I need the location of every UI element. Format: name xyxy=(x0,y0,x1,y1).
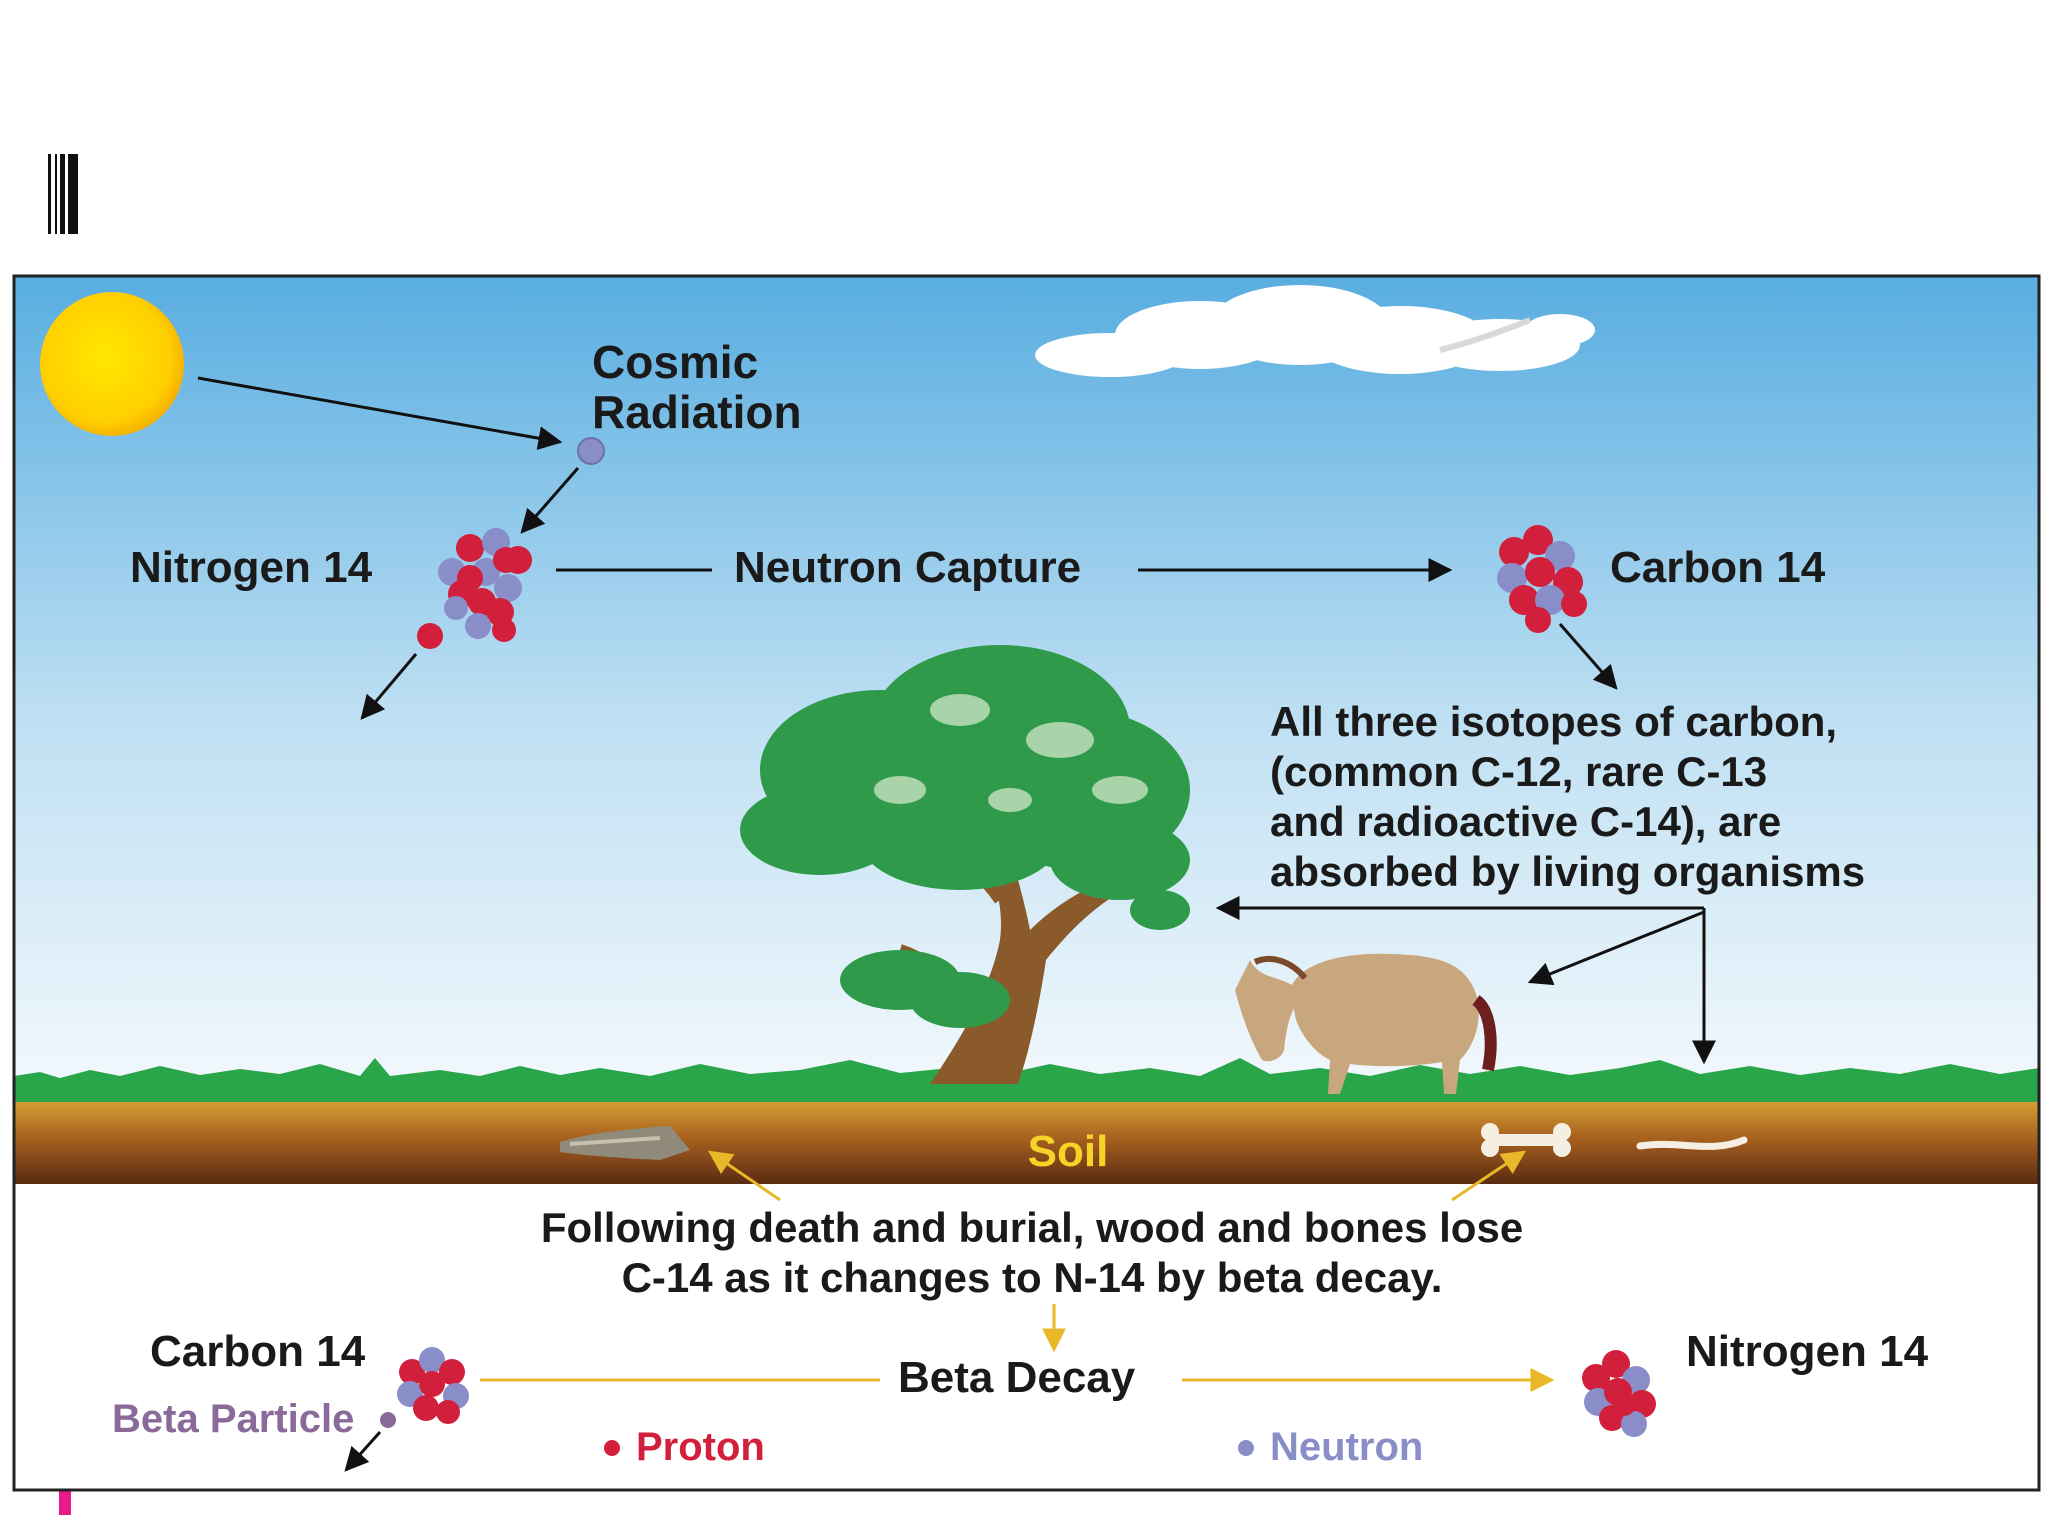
grass-strip xyxy=(14,1058,2039,1102)
horse-icon xyxy=(1235,953,1497,1094)
absorption-text-line4: absorbed by living organisms xyxy=(1270,848,1865,895)
decay-arrow-bone xyxy=(1451,1150,1526,1202)
beta-particle-dot xyxy=(380,1412,396,1428)
carbon-14-label: Carbon 14 xyxy=(1610,543,1826,592)
soil-label: Soil xyxy=(1028,1127,1109,1176)
cloud-icon xyxy=(1035,285,1595,377)
nitrogen-14-bottom-label: Nitrogen 14 xyxy=(1686,1327,1929,1376)
absorption-text-line3: and radioactive C-14), are xyxy=(1270,798,1781,845)
neutron-capture-label: Neutron Capture xyxy=(734,543,1081,592)
neutron-legend-label: Neutron xyxy=(1270,1425,1423,1469)
wood-fragment-icon xyxy=(560,1126,690,1160)
beta-particle-arrow xyxy=(344,1430,382,1472)
beta-decay-label: Beta Decay xyxy=(898,1353,1136,1402)
neutron-legend-dot xyxy=(1238,1440,1254,1456)
carbon-to-absorption-arrow xyxy=(1558,623,1618,690)
absorption-text-line1: All three isotopes of carbon, xyxy=(1270,698,1837,745)
decay-arrow-wood xyxy=(708,1150,781,1202)
slide-bullet-bars xyxy=(48,154,78,234)
nitrogen-14-bottom-nucleus xyxy=(1582,1350,1656,1437)
sun-to-radiation-arrow xyxy=(197,376,563,451)
tree-icon xyxy=(740,645,1190,1084)
absorption-arrows xyxy=(1215,896,1716,1065)
beta-particle-label: Beta Particle xyxy=(112,1397,354,1441)
nitrogen-14-label: Nitrogen 14 xyxy=(130,543,373,592)
proton-legend-label: Proton xyxy=(636,1425,765,1469)
carbon-14-bottom-label: Carbon 14 xyxy=(150,1327,366,1376)
cosmic-radiation-label-line1: Cosmic xyxy=(592,336,758,388)
carbon-14-nucleus xyxy=(1497,525,1587,633)
radiation-to-nitrogen-arrow xyxy=(520,467,580,534)
cosmic-radiation-label-line2: Radiation xyxy=(592,386,802,438)
proton-legend-dot xyxy=(604,1440,620,1456)
slide-marker xyxy=(59,1490,71,1515)
absorption-text-line2: (common C-12, rare C-13 xyxy=(1270,748,1767,795)
sun-icon xyxy=(40,292,184,436)
ejected-proton xyxy=(417,623,443,649)
cosmic-neutron xyxy=(577,437,605,465)
lower-panel xyxy=(14,1184,2039,1490)
ejected-proton-arrow xyxy=(360,653,418,720)
carbon-14-bottom-nucleus xyxy=(397,1347,469,1424)
burial-text-line1: Following death and burial, wood and bon… xyxy=(541,1204,1523,1251)
soil-layer xyxy=(14,1100,2039,1184)
legend: Proton Neutron xyxy=(604,1425,1423,1469)
diagram-frame xyxy=(12,274,2041,1492)
nitrogen-14-nucleus xyxy=(438,528,532,642)
bone-icon xyxy=(1481,1123,1571,1157)
burial-text-line2: C-14 as it changes to N-14 by beta decay… xyxy=(622,1254,1443,1301)
small-bone-icon xyxy=(1636,1136,1748,1150)
